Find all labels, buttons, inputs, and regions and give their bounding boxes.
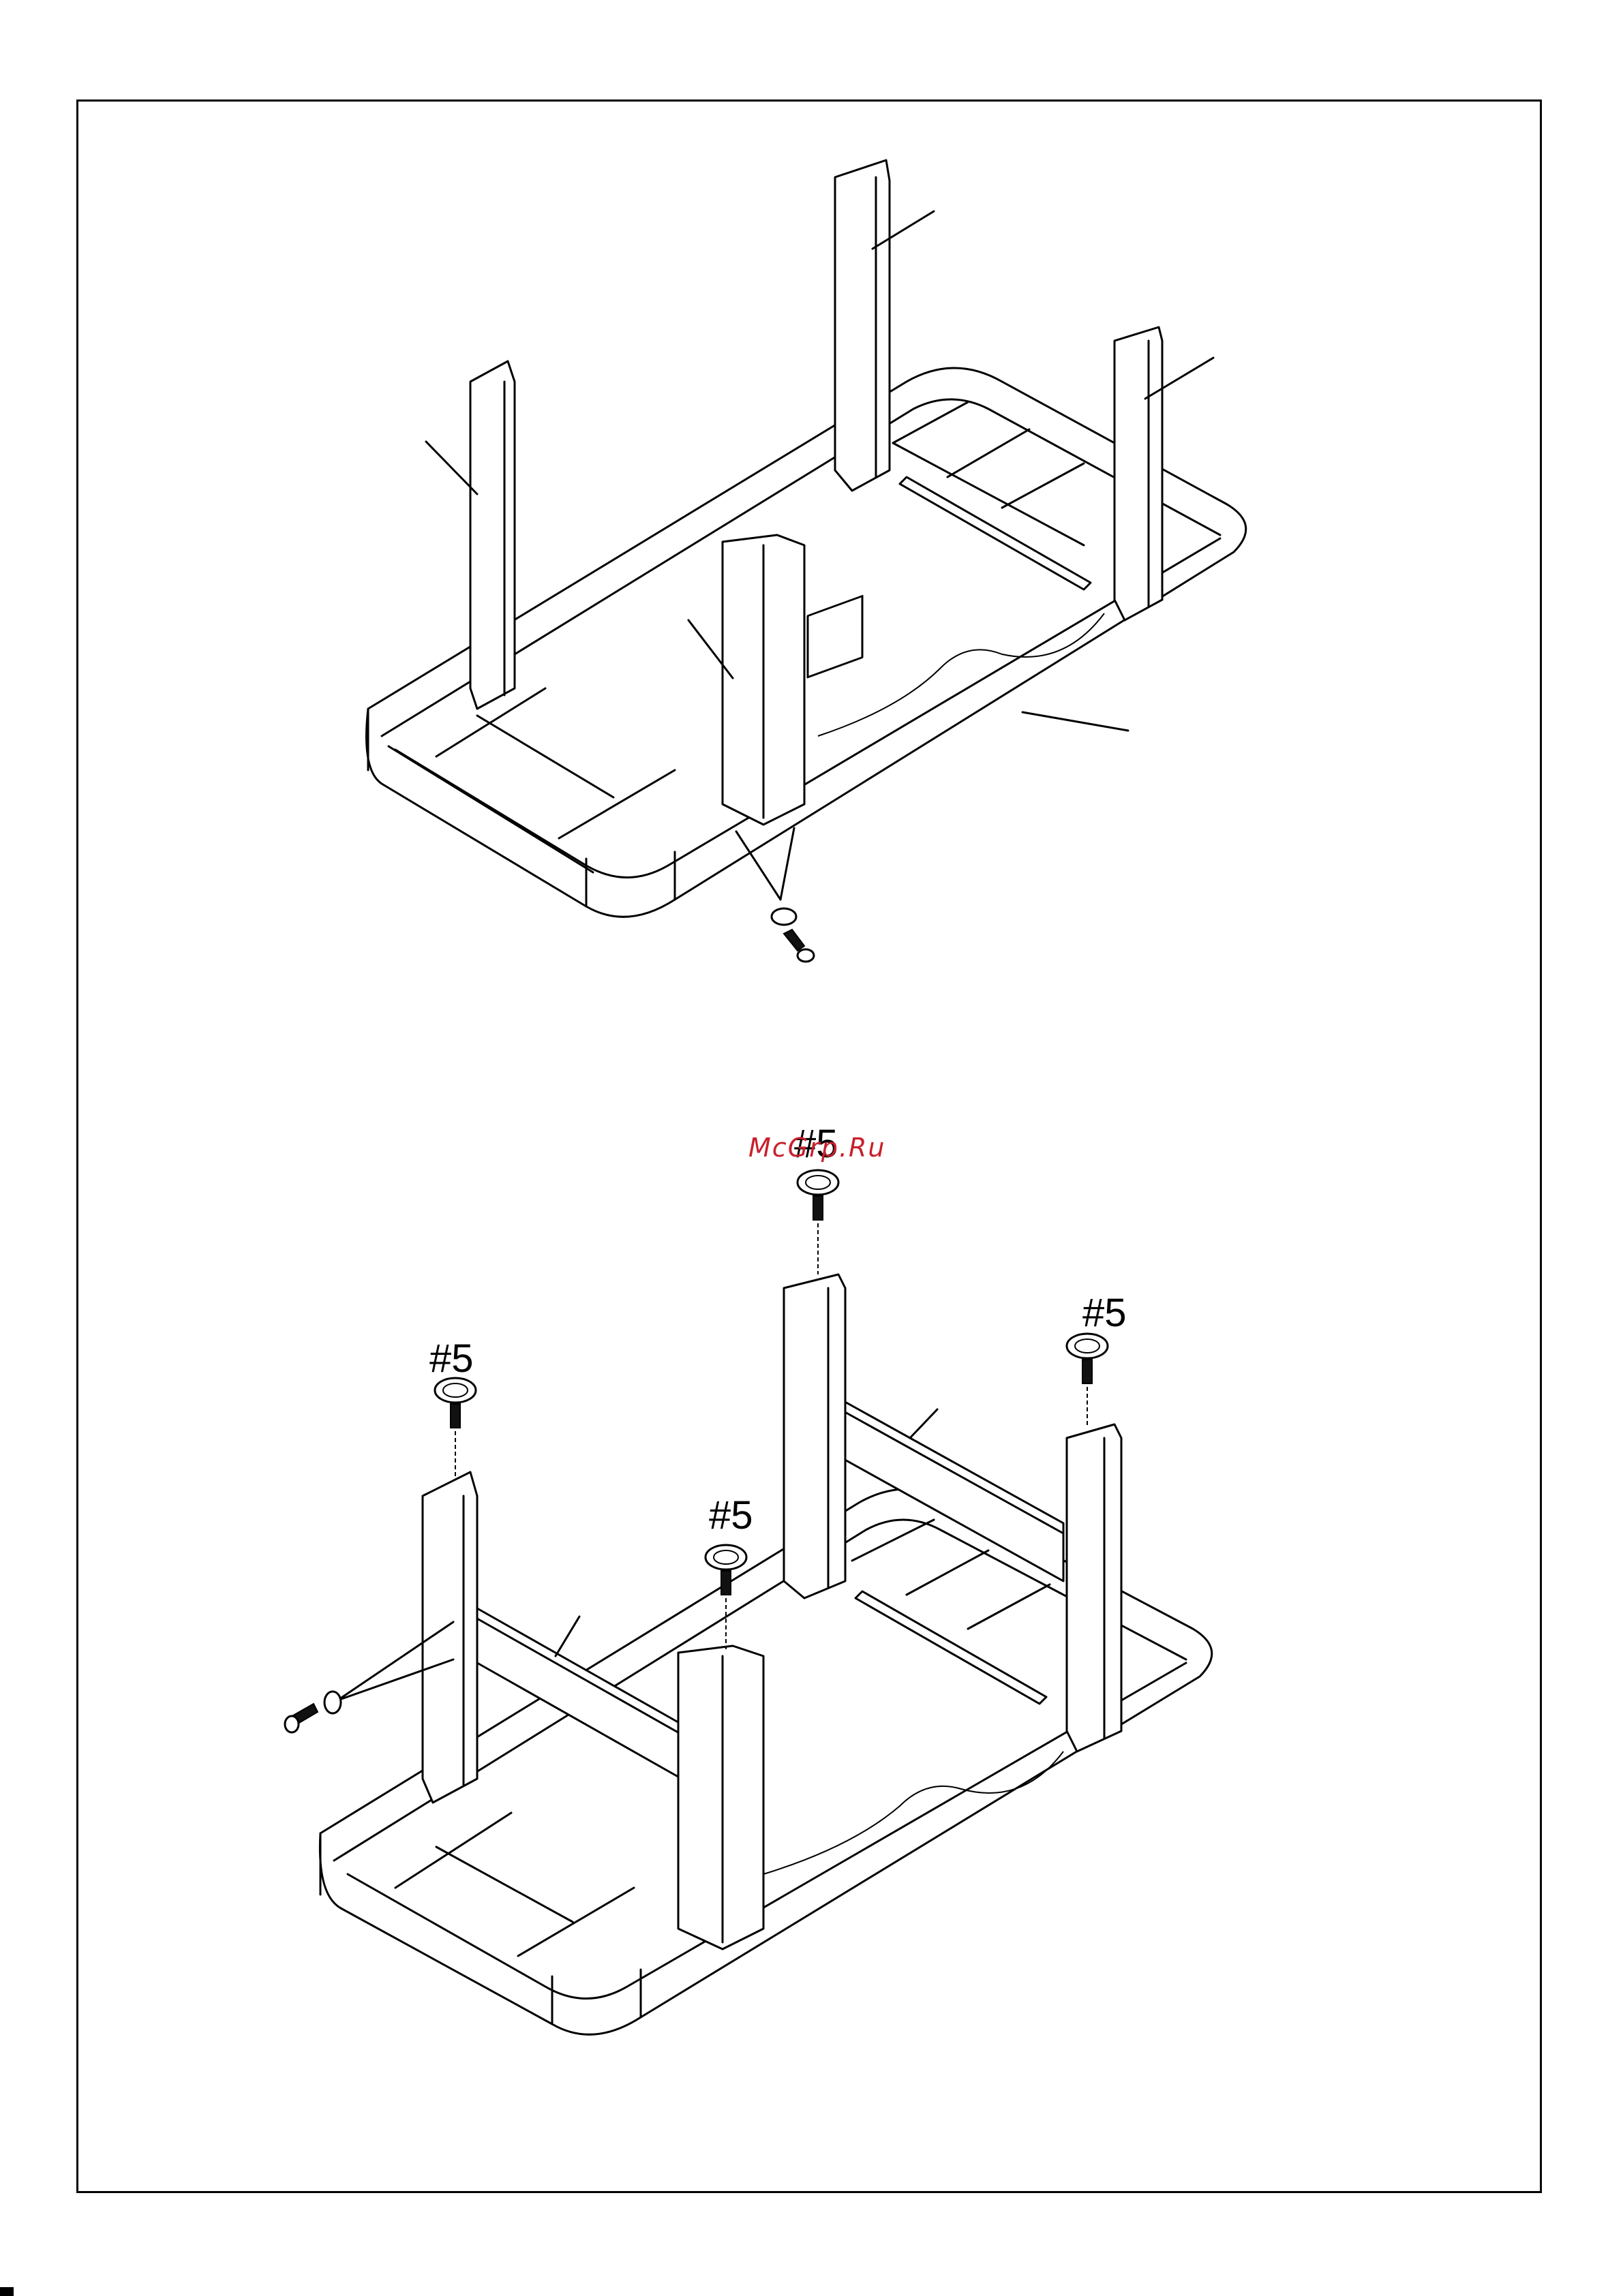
- page-footer-rule: [0, 2287, 1623, 2296]
- leg2-back-right: [1067, 1424, 1121, 1751]
- part-label-foot-4: #5: [709, 1496, 753, 1535]
- foot-glide-2: [1067, 1334, 1108, 1428]
- leg-front-center: [723, 535, 804, 825]
- step-1-assembly: [367, 160, 1246, 962]
- leg-back-center: [835, 160, 890, 491]
- part-label-foot-2: #5: [1082, 1294, 1127, 1333]
- part-label-foot-3: #5: [429, 1339, 474, 1379]
- leg-front-left: [470, 361, 515, 709]
- foot-glide-1: [798, 1170, 838, 1274]
- step-2-assembly: [285, 1170, 1212, 2034]
- leg-back-right: [1114, 327, 1162, 620]
- watermark: McGrp.Ru: [748, 1133, 885, 1163]
- leg2-back-center: [784, 1274, 845, 1598]
- foot-glide-3: [435, 1378, 476, 1479]
- leg2-front-center: [678, 1646, 763, 1949]
